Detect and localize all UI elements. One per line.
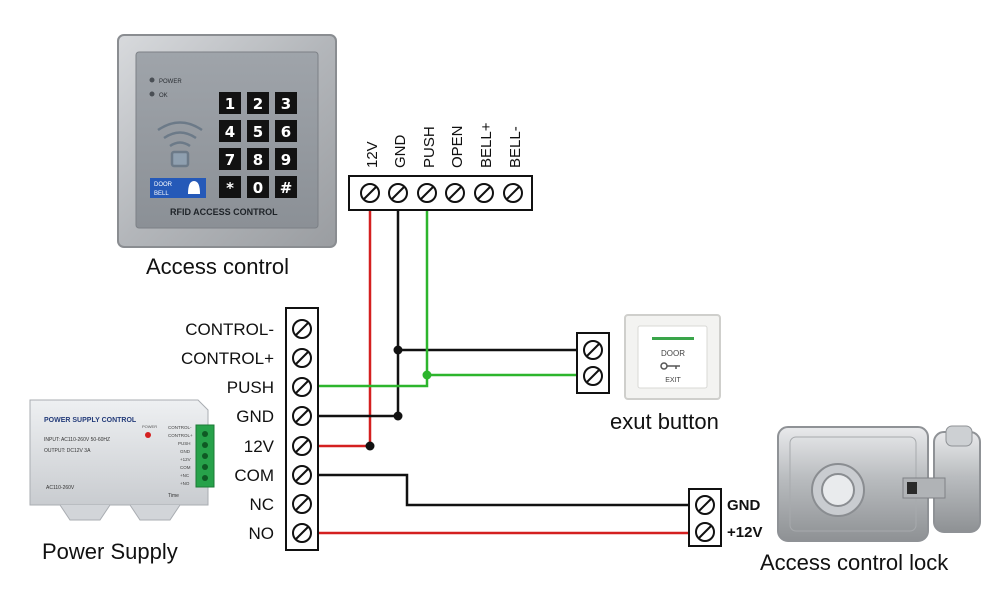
screw-terminal bbox=[445, 183, 465, 203]
junction-dot bbox=[422, 370, 432, 380]
key: 2 bbox=[253, 95, 263, 113]
access-control-caption: Access control bbox=[146, 254, 289, 279]
top-terminal-label-bell-minus: BELL- bbox=[507, 126, 524, 168]
psu-side-label: +NO bbox=[180, 481, 190, 486]
exit-button-terminal bbox=[576, 332, 610, 394]
psu-terminal-label: COM bbox=[234, 466, 274, 485]
psu-side-label: CONTROL+ bbox=[168, 433, 193, 438]
access-control-lock-device bbox=[777, 425, 981, 542]
psu-terminal-label: NO bbox=[249, 524, 275, 543]
key-icon bbox=[660, 362, 680, 370]
key: 8 bbox=[253, 151, 263, 169]
psu-output: OUTPUT: DC12V 3A bbox=[44, 448, 91, 454]
psu-input: INPUT: AC110-260V 50-60HZ bbox=[44, 437, 110, 443]
junction-dot bbox=[393, 411, 403, 421]
psu-side-label: PUSH bbox=[178, 441, 191, 446]
top-terminal-label-open: OPEN bbox=[449, 125, 466, 168]
psu-side-label: +NC bbox=[180, 473, 190, 478]
junction-dot bbox=[365, 441, 375, 451]
key: * bbox=[226, 179, 234, 197]
rfid-icon bbox=[157, 121, 203, 168]
screw-terminal bbox=[292, 523, 312, 543]
screw-terminal bbox=[503, 183, 523, 203]
doorbell-label-2: BELL bbox=[154, 191, 169, 197]
psu-terminal-label: CONTROL- bbox=[185, 320, 274, 339]
top-terminal-label-gnd: GND bbox=[392, 135, 409, 169]
psu-time: Time bbox=[168, 493, 179, 499]
psu-side-label: +12V bbox=[180, 457, 191, 462]
green-wire-push bbox=[316, 193, 429, 388]
key: 0 bbox=[253, 179, 263, 197]
psu-side-label: GND bbox=[180, 449, 191, 454]
psu-terminal-label: NC bbox=[249, 495, 274, 514]
key: 3 bbox=[281, 95, 291, 113]
keypad: 1 2 3 4 5 6 7 8 9 * 0 # bbox=[219, 92, 297, 198]
key: 7 bbox=[225, 151, 235, 169]
psu-side-label: CONTROL- bbox=[168, 425, 192, 430]
psu-title: POWER SUPPLY CONTROL bbox=[44, 417, 137, 424]
screw-terminal bbox=[583, 366, 603, 386]
power-supply-device: POWER SUPPLY CONTROL INPUT: AC110-260V 5… bbox=[29, 399, 215, 521]
psu-terminal-label: GND bbox=[236, 407, 274, 426]
access-control-device: POWER OK DOOR BELL RFID ACCESS CONTROL 1… bbox=[117, 34, 337, 248]
ok-led-label: OK bbox=[159, 93, 168, 99]
power-supply-caption: Power Supply bbox=[42, 539, 178, 564]
top-terminal-label-bell-plus: BELL+ bbox=[478, 122, 495, 168]
power-led-label: POWER bbox=[159, 79, 182, 85]
screw-terminal bbox=[292, 406, 312, 426]
lock-terminal-label-gnd: GND bbox=[727, 497, 761, 514]
key: # bbox=[280, 179, 293, 197]
panel-label: RFID ACCESS CONTROL bbox=[170, 207, 278, 217]
exit-button-caption: exut button bbox=[610, 409, 719, 434]
exit-button-device: DOOR EXIT bbox=[624, 314, 721, 400]
key: 4 bbox=[225, 123, 235, 141]
lock-terminal-label-12v: +12V bbox=[727, 524, 762, 541]
screw-terminal bbox=[292, 494, 312, 514]
screw-terminal bbox=[388, 183, 408, 203]
psu-terminal-label: 12V bbox=[244, 437, 275, 456]
screw-terminal bbox=[474, 183, 494, 203]
key: 1 bbox=[225, 95, 235, 113]
psu-terminal-block: CONTROL- CONTROL+ PUSH GND 12V COM NC NO bbox=[181, 307, 319, 551]
key: 6 bbox=[281, 123, 291, 141]
psu-power-led-label: POWER bbox=[142, 424, 157, 429]
top-terminal-block: 12V GND PUSH OPEN BELL+ BELL- bbox=[348, 122, 533, 211]
psu-terminal-label: CONTROL+ bbox=[181, 349, 274, 368]
key: 5 bbox=[253, 123, 263, 141]
screw-terminal bbox=[360, 183, 380, 203]
psu-terminal-label: PUSH bbox=[227, 378, 274, 397]
bell-icon bbox=[188, 181, 200, 194]
screw-terminal bbox=[695, 495, 715, 515]
screw-terminal bbox=[292, 348, 312, 368]
top-terminal-label-12v: 12V bbox=[364, 141, 381, 168]
doorbell-label-1: DOOR bbox=[154, 182, 173, 188]
black-wire-com-to-lock bbox=[316, 473, 689, 507]
screw-terminal bbox=[695, 522, 715, 542]
screw-terminal bbox=[292, 377, 312, 397]
exit-button-door: DOOR bbox=[661, 349, 685, 358]
screw-terminal bbox=[292, 465, 312, 485]
screw-terminal bbox=[583, 340, 603, 360]
lock-terminal: GND +12V bbox=[688, 488, 762, 547]
junction-dot bbox=[393, 345, 403, 355]
exit-button-exit: EXIT bbox=[665, 377, 681, 384]
screw-terminal bbox=[292, 436, 312, 456]
top-terminal-label-push: PUSH bbox=[421, 126, 438, 168]
screw-terminal bbox=[292, 319, 312, 339]
psu-footer: AC110-260V bbox=[46, 485, 75, 491]
key: 9 bbox=[281, 151, 291, 169]
lock-caption: Access control lock bbox=[760, 550, 949, 575]
screw-terminal bbox=[417, 183, 437, 203]
psu-side-label: COM bbox=[180, 465, 191, 470]
